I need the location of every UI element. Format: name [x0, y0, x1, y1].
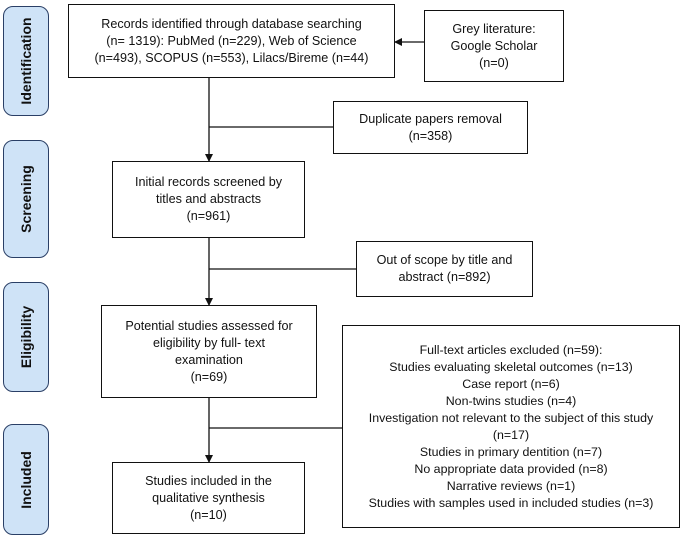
full-text-assessed-line: eligibility by full- text: [153, 335, 265, 350]
excluded-line: Studies evaluating skeletal outcomes (n=…: [389, 359, 633, 374]
included-studies-line: qualitative synthesis: [152, 490, 265, 505]
excluded-line: Case report (n=6): [462, 376, 560, 391]
full-text-assessed-line: Potential studies assessed for: [125, 318, 293, 333]
grey-literature-line: Grey literature:: [452, 21, 536, 36]
out-of-scope-line: Out of scope by title and: [376, 253, 513, 267]
excluded-line: No appropriate data provided (n=8): [414, 461, 608, 476]
excluded-line: Investigation not relevant to the subjec…: [368, 410, 654, 425]
out-of-scope-line: abstract (n=892): [398, 270, 491, 284]
full-text-assessed-line: (n=69): [190, 369, 228, 384]
excluded-line: Narrative reviews (n=1): [446, 478, 576, 493]
initial-screened-line: (n=961): [186, 209, 231, 223]
phase-included: Included: [3, 424, 49, 535]
out-of-scope-box: Out of scope by title and abstract (n=89…: [356, 241, 533, 297]
records-identified-box: Records identified through database sear…: [68, 4, 395, 78]
duplicates-line: Duplicate papers removal: [359, 111, 502, 126]
records-identified-line: (n=493), SCOPUS (n=553), Lilacs/Bireme (…: [94, 50, 369, 65]
initial-screened-line: titles and abstracts: [156, 192, 261, 206]
excluded-line: Studies with samples used in included st…: [368, 495, 654, 510]
excluded-line: (n=17): [492, 427, 530, 442]
records-identified-line: (n= 1319): PubMed (n=229), Web of Scienc…: [106, 33, 357, 48]
initial-screened-box: Initial records screened by titles and a…: [112, 161, 305, 238]
excluded-line: Non-twins studies (n=4): [445, 393, 577, 408]
included-studies-line: (n=10): [190, 507, 227, 522]
full-text-assessed-line: examination: [175, 352, 243, 367]
grey-literature-line: Google Scholar: [450, 38, 538, 53]
initial-screened-line: Initial records screened by: [135, 175, 282, 189]
included-studies-box: Studies included in the qualitative synt…: [112, 462, 305, 534]
excluded-line: Studies in primary dentition (n=7): [419, 444, 603, 459]
phase-screening: Screening: [3, 140, 49, 258]
phase-identification: Identification: [3, 6, 49, 116]
duplicates-removed-box: Duplicate papers removal (n=358): [333, 101, 528, 154]
phase-eligibility: Eligibility: [3, 282, 49, 392]
excluded-articles-box: Full-text articles excluded (n=59): Stud…: [342, 325, 680, 528]
grey-literature-box: Grey literature: Google Scholar (n=0): [424, 10, 564, 82]
duplicates-line: (n=358): [408, 128, 453, 143]
phase-label-screening: Screening: [18, 165, 34, 233]
records-identified-line: Records identified through database sear…: [101, 16, 362, 31]
phase-label-included: Included: [18, 450, 34, 509]
grey-literature-line: (n=0): [479, 55, 509, 70]
included-studies-line: Studies included in the: [145, 473, 272, 488]
phase-label-identification: Identification: [18, 17, 34, 105]
phase-label-eligibility: Eligibility: [18, 305, 34, 369]
full-text-assessed-box: Potential studies assessed for eligibili…: [101, 305, 317, 398]
excluded-line: Full-text articles excluded (n=59):: [419, 342, 603, 357]
